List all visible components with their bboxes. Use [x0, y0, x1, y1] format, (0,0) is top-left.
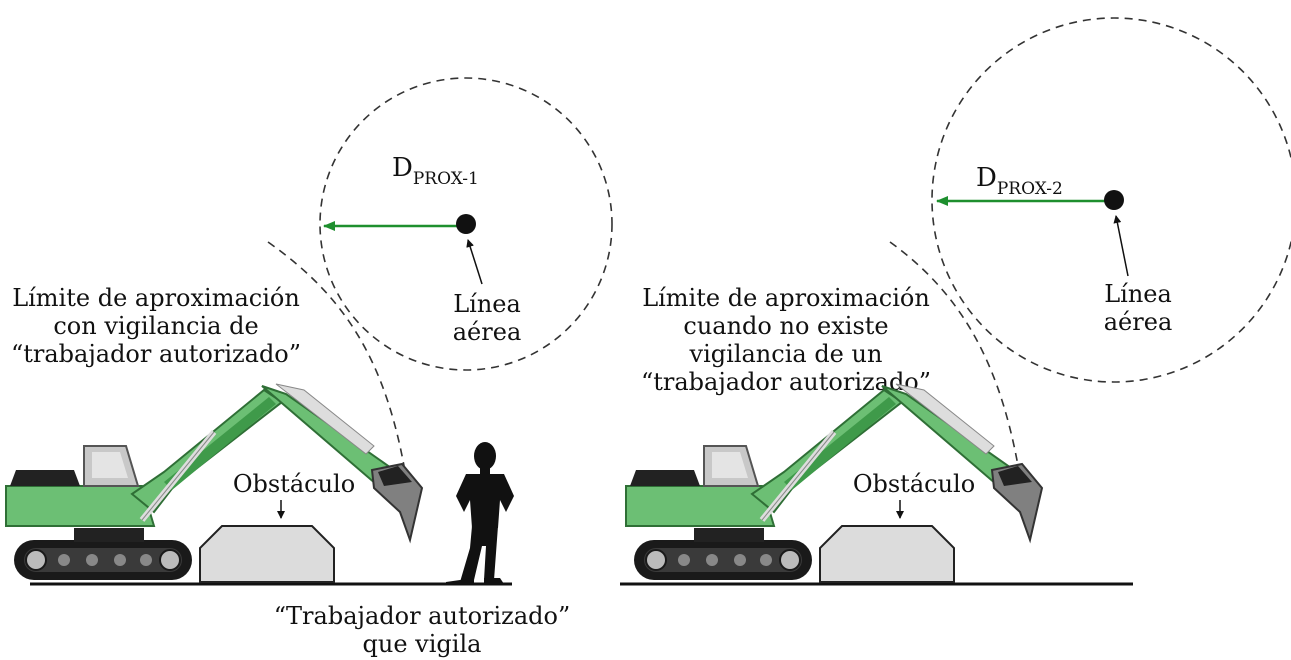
overhead-line-pointer — [1113, 215, 1129, 277]
line-label-1: Línea — [1104, 280, 1172, 308]
line-label-2: aérea — [453, 318, 522, 346]
distance-label: DPROX-1 — [392, 153, 479, 189]
left-panel: DPROX-1 Línea aérea Límite de aproximaci… — [6, 77, 613, 658]
right-panel: DPROX-2 Línea aérea Límite de aproximaci… — [620, 17, 1291, 586]
boundary-label-1: Límite de aproximación — [12, 284, 300, 312]
worker-silhouette — [446, 442, 514, 584]
boundary-label-2: con vigilancia de — [53, 312, 258, 340]
worker-label-2: que vigila — [363, 630, 482, 658]
distance-label: DPROX-2 — [976, 163, 1063, 199]
obstacle — [819, 525, 955, 583]
boundary-label-2: cuando no existe — [683, 312, 888, 340]
overhead-line-pointer — [466, 239, 483, 285]
boundary-label-1: Límite de aproximación — [642, 284, 930, 312]
proximity-circle — [931, 17, 1291, 383]
obstacle-label: Obstáculo — [853, 470, 975, 498]
line-label-2: aérea — [1104, 308, 1173, 336]
obstacle — [199, 525, 335, 583]
line-label-1: Línea — [453, 290, 521, 318]
overhead-line-dot — [456, 214, 476, 234]
overhead-line-dot — [1104, 190, 1124, 210]
obstacle-label: Obstáculo — [233, 470, 355, 498]
boundary-label-3: “trabajador autorizado” — [11, 340, 301, 368]
worker-label-1: “Trabajador autorizado” — [274, 602, 570, 630]
boundary-label-3: vigilancia de un — [689, 340, 883, 368]
proximity-circle — [319, 77, 613, 371]
